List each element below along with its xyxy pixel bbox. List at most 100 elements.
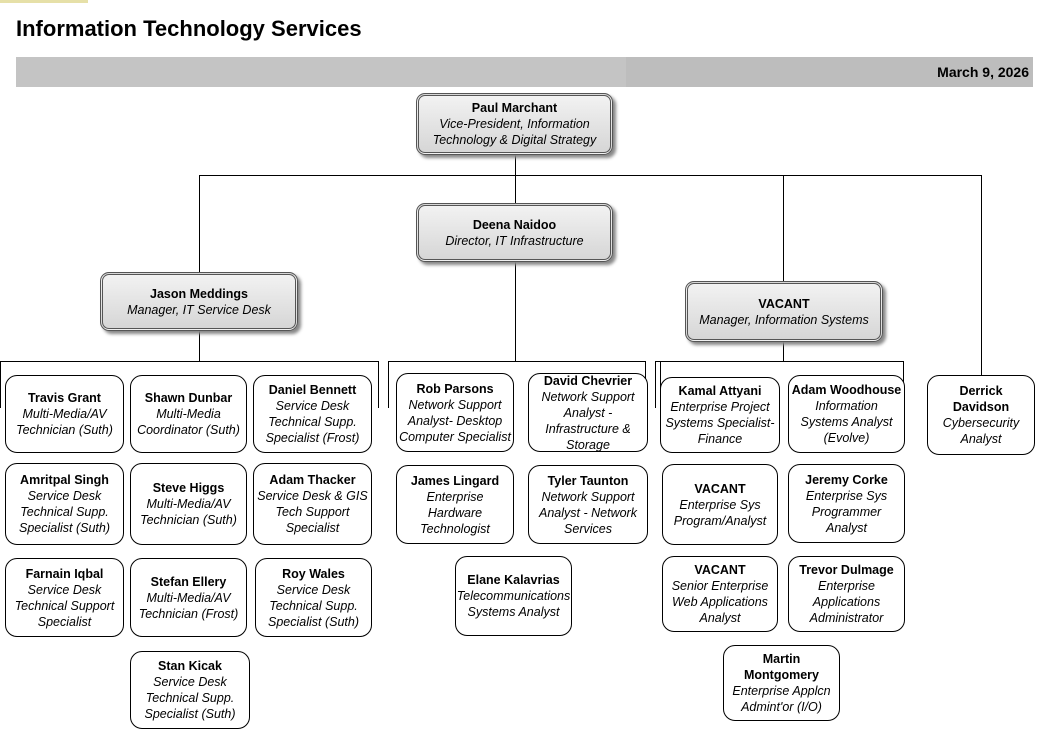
person-name: Deena Naidoo <box>472 217 557 232</box>
person-name: James Lingard <box>410 473 500 488</box>
person-name: Paul Marchant <box>471 101 558 115</box>
position-title: Multi-Media/AV Technician (Frost) <box>138 590 239 621</box>
position-title: Service Desk Technical Supp. Specialist … <box>265 399 360 445</box>
person-name: Kamal Attyani <box>678 384 762 398</box>
person-name: Jeremy Corke <box>805 472 888 487</box>
position-title: Director, IT Infrastructure <box>445 233 584 248</box>
person-name: Daniel Bennett <box>268 383 357 397</box>
connector-line <box>981 175 982 375</box>
position-title: Service Desk Technical Support Specialis… <box>14 582 115 629</box>
page-title: Information Technology Services <box>16 16 362 41</box>
connector-line <box>199 175 200 272</box>
person-name: Stan Kicak <box>158 659 222 673</box>
connector-line <box>655 361 904 362</box>
position-title: Multi-Media Coordinator (Suth) <box>137 407 240 437</box>
person-name: David Chevrier <box>543 373 633 388</box>
date-label: March 9, 2026 <box>937 64 1029 80</box>
connector-line <box>515 262 516 361</box>
connector-line <box>199 331 200 361</box>
position-title: Cybersecurity Analyst <box>942 416 1020 446</box>
position-title: Enterprise Applcn Admint'or (I/O) <box>732 684 831 714</box>
top-marker <box>0 0 88 3</box>
position-title: Network Support Analyst - Infrastructure… <box>541 389 635 452</box>
connector-line <box>515 155 516 203</box>
position-title: Service Desk Technical Supp. Specialist … <box>18 489 110 535</box>
header-bar: March 9, 2026 <box>16 57 1033 87</box>
person-name: Rob Parsons <box>416 381 494 396</box>
person-name: Derrick Davidson <box>952 384 1010 414</box>
position-title: Telecommunications Systems Analyst <box>456 589 571 619</box>
position-title: Enterprise Applications Administrator <box>809 579 884 625</box>
person-name: Jason Meddings <box>150 286 248 301</box>
person-name: Trevor Dulmage <box>799 563 894 577</box>
person-name: VACANT <box>694 481 746 496</box>
person-name: Stefan Ellery <box>150 574 227 589</box>
position-title: Multi-Media/AV Technician (Suth) <box>140 497 237 527</box>
connector-line <box>199 175 982 176</box>
person-name: Shawn Dunbar <box>144 391 233 405</box>
connector-line <box>783 175 784 281</box>
position-title: Multi-Media/AV Technician (Suth) <box>16 407 113 437</box>
position-title: Network Support Analyst - Network Servic… <box>539 489 637 536</box>
person-name: Adam Thacker <box>269 473 356 487</box>
connector-line <box>655 361 656 408</box>
position-title: Service Desk Technical Supp. Specialist … <box>144 675 236 721</box>
connector-line <box>388 361 646 362</box>
position-title: Senior Enterprise Web Applications Analy… <box>671 579 769 625</box>
position-title: Enterprise Sys Program/Analyst <box>673 497 767 528</box>
person-name: VACANT <box>758 296 810 311</box>
connector-line <box>0 361 1 408</box>
person-name: Travis Grant <box>28 391 101 405</box>
position-title: Information Systems Analyst (Evolve) <box>800 399 893 445</box>
position-title: Enterprise Sys Programmer Analyst <box>805 488 888 535</box>
position-title: Enterprise Project Systems Specialist-Fi… <box>665 400 775 446</box>
person-name: Steve Higgs <box>152 481 225 495</box>
person-name: VACANT <box>694 563 746 577</box>
person-name: Martin Montgomery <box>744 652 819 682</box>
position-title: Network Support Analyst- Desktop Compute… <box>399 397 511 444</box>
person-name: Tyler Taunton <box>547 473 629 488</box>
connector-line <box>0 361 379 362</box>
position-title: Service Desk & GIS Tech Support Speciali… <box>257 489 368 535</box>
position-title: Manager, IT Service Desk <box>127 302 271 317</box>
person-name: Amritpal Singh <box>20 473 109 487</box>
connector-line <box>388 361 389 408</box>
connector-line <box>783 342 784 361</box>
position-title: Service Desk Technical Supp. Specialist … <box>267 582 359 629</box>
person-name: Elane Kalavrias <box>467 573 560 587</box>
person-name: Adam Woodhouse <box>791 383 902 397</box>
position-title: Vice-President, Information Technology &… <box>432 117 597 147</box>
position-box: VACANT Senior Enterprise Web Applications… <box>662 556 778 632</box>
position-title: Enterprise Hardware Technologist <box>420 489 490 536</box>
person-name: Roy Wales <box>282 566 345 581</box>
position-title: Manager, Information Systems <box>699 312 869 327</box>
person-name: Farnain Iqbal <box>25 566 104 581</box>
connector-line <box>378 361 379 408</box>
